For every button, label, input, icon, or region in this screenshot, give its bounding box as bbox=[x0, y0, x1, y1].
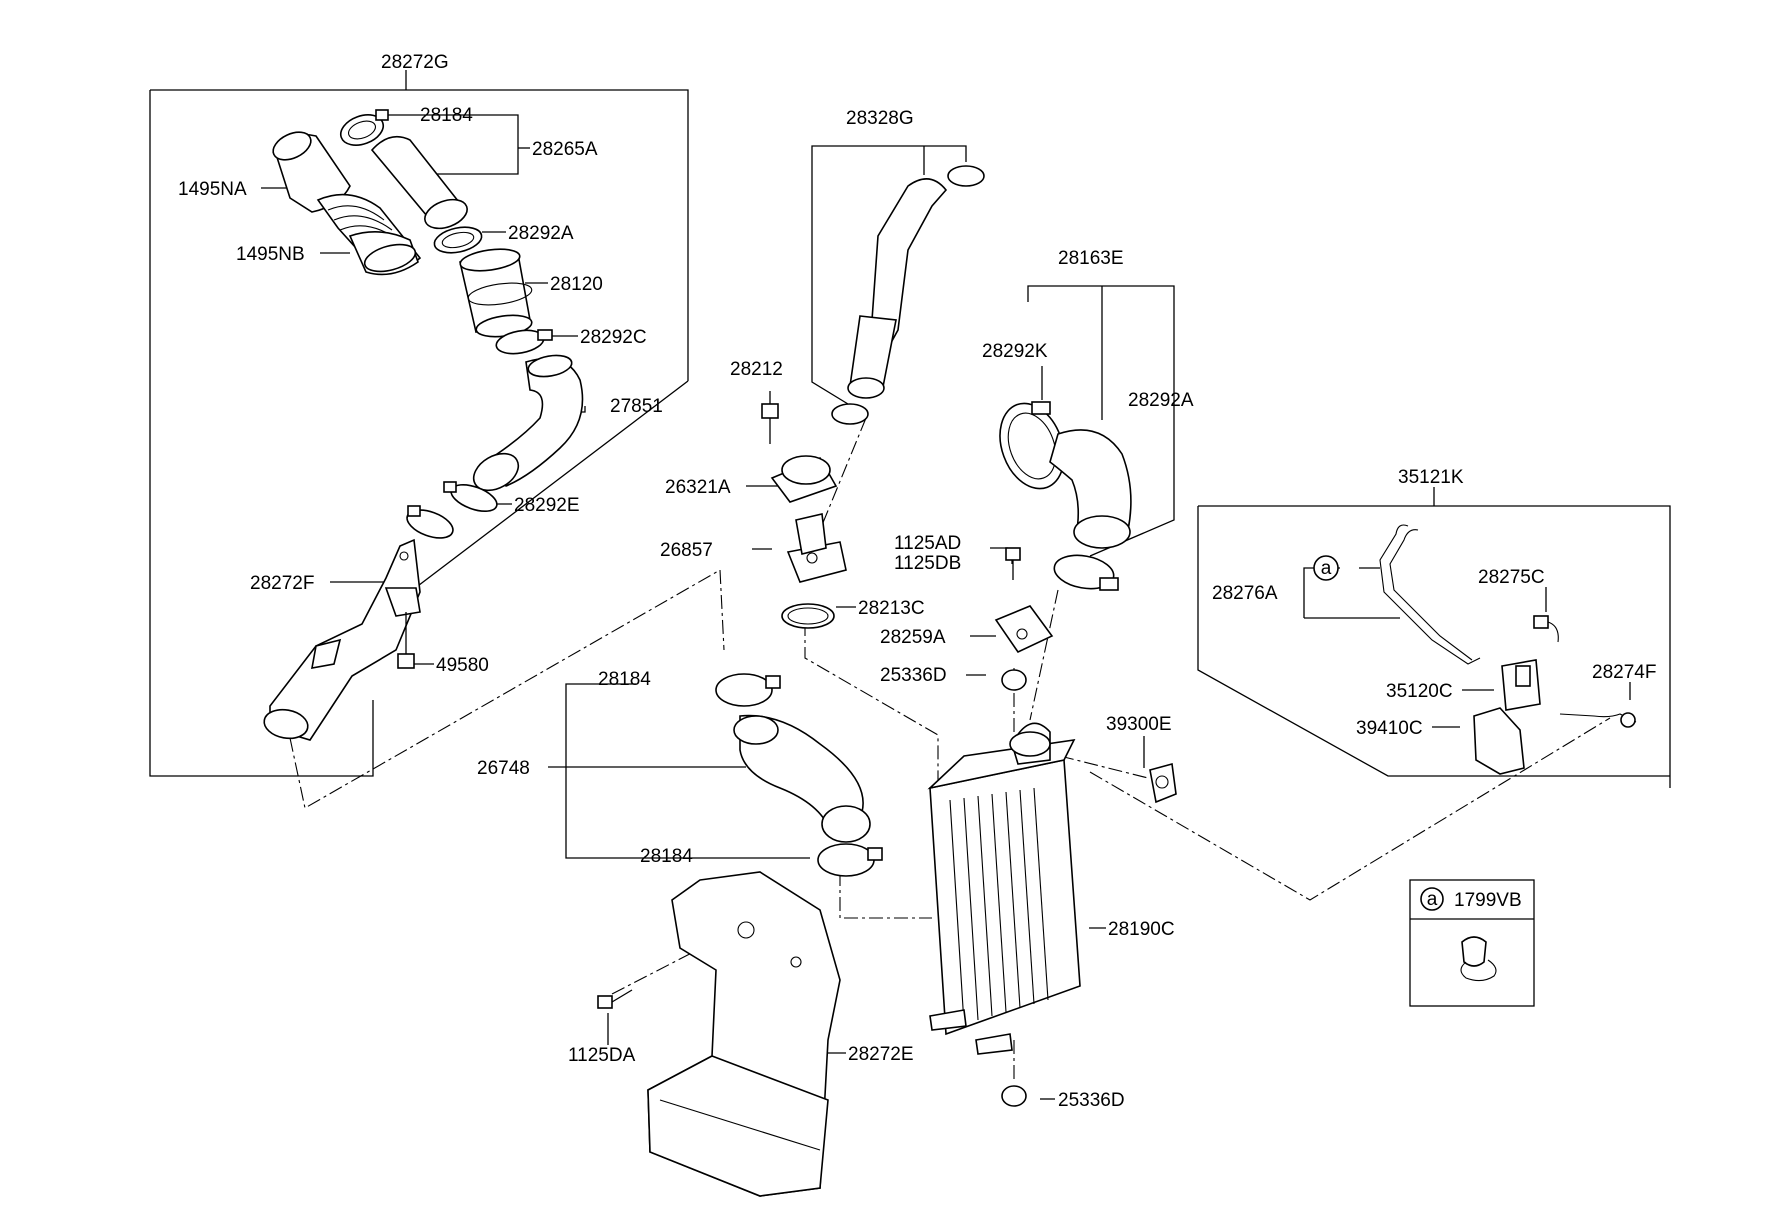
deflector-28272E[interactable] bbox=[647, 871, 841, 1197]
ref-a-callout: a bbox=[1313, 555, 1339, 581]
label-49580[interactable]: 49580 bbox=[436, 655, 489, 676]
hose-26748[interactable] bbox=[733, 714, 871, 843]
label-1125AD[interactable]: 1125AD bbox=[894, 533, 961, 554]
hose-28274F[interactable] bbox=[1559, 712, 1637, 728]
group-box-28272G bbox=[149, 70, 689, 777]
label-28184-mid2[interactable]: 28184 bbox=[640, 846, 693, 867]
label-35121K[interactable]: 35121K bbox=[1398, 467, 1464, 488]
pipe-28272F[interactable] bbox=[262, 538, 421, 742]
label-28292C[interactable]: 28292C bbox=[580, 327, 647, 348]
label-35120C[interactable]: 35120C bbox=[1386, 681, 1453, 702]
bracket-39410C[interactable] bbox=[1473, 707, 1525, 775]
label-28184-mid1[interactable]: 28184 bbox=[598, 669, 651, 690]
label-28190C[interactable]: 28190C bbox=[1108, 919, 1175, 940]
label-39300E[interactable]: 39300E bbox=[1106, 714, 1172, 735]
label-28292A-top[interactable]: 28292A bbox=[508, 223, 574, 244]
label-27851[interactable]: 27851 bbox=[610, 396, 663, 417]
label-28292E[interactable]: 28292E bbox=[514, 495, 580, 516]
hose-28163E[interactable] bbox=[1049, 429, 1132, 549]
label-28184-top[interactable]: 28184 bbox=[420, 105, 473, 126]
clamp-28184-top[interactable] bbox=[337, 109, 389, 150]
hose-28328G[interactable] bbox=[831, 165, 985, 425]
label-28275C[interactable]: 28275C bbox=[1478, 567, 1545, 588]
label-28274F[interactable]: 28274F bbox=[1592, 662, 1656, 683]
connector-28275C[interactable] bbox=[1533, 615, 1559, 643]
clamp-28292A-top[interactable] bbox=[432, 223, 484, 256]
label-26857[interactable]: 26857 bbox=[660, 540, 713, 561]
bolt-49580[interactable] bbox=[397, 612, 415, 669]
label-28272G[interactable]: 28272G bbox=[381, 52, 449, 73]
label-28272F[interactable]: 28272F bbox=[250, 573, 314, 594]
label-28212[interactable]: 28212 bbox=[730, 359, 783, 380]
label-28120[interactable]: 28120 bbox=[550, 274, 603, 295]
hose-28265A[interactable] bbox=[370, 135, 471, 234]
label-28213C[interactable]: 28213C bbox=[858, 598, 925, 619]
label-26748[interactable]: 26748 bbox=[477, 758, 530, 779]
label-28259A[interactable]: 28259A bbox=[880, 627, 946, 648]
hose-35121K[interactable] bbox=[1379, 524, 1481, 665]
valve-26321A[interactable] bbox=[770, 455, 838, 503]
label-28276A[interactable]: 28276A bbox=[1212, 583, 1278, 604]
label-28265A[interactable]: 28265A bbox=[532, 139, 598, 160]
label-1125DA[interactable]: 1125DA bbox=[568, 1045, 636, 1066]
duct-1495NB[interactable] bbox=[348, 231, 419, 276]
label-28272E[interactable]: 28272E bbox=[848, 1044, 914, 1065]
sensor-39300E[interactable] bbox=[1149, 762, 1177, 804]
clamp-28184-mid1[interactable] bbox=[715, 673, 781, 707]
group-box-35121K bbox=[1197, 487, 1671, 788]
bolt-1125DA[interactable] bbox=[597, 989, 633, 1009]
label-26321A[interactable]: 26321A bbox=[665, 477, 731, 498]
label-28292A-right[interactable]: 28292A bbox=[1128, 390, 1194, 411]
intercooler-28190C[interactable] bbox=[927, 722, 1081, 1055]
legend-part-number[interactable]: 1799VB bbox=[1454, 890, 1522, 911]
ref-a-text: a bbox=[1321, 558, 1332, 579]
mount-25336D-top[interactable] bbox=[1001, 669, 1027, 691]
label-28328G[interactable]: 28328G bbox=[846, 108, 914, 129]
housing-26857[interactable] bbox=[786, 513, 847, 583]
label-39410C[interactable]: 39410C bbox=[1356, 718, 1423, 739]
clamp-28292C[interactable] bbox=[494, 327, 553, 357]
label-28163E[interactable]: 28163E bbox=[1058, 248, 1124, 269]
legend-ref-a: a bbox=[1427, 889, 1438, 910]
label-25336D-top[interactable]: 25336D bbox=[880, 665, 947, 686]
bolt-1125AD[interactable] bbox=[1005, 547, 1021, 580]
valve-35120C[interactable] bbox=[1501, 659, 1541, 711]
bracket-28259A[interactable] bbox=[994, 605, 1054, 654]
assembly-lines bbox=[289, 417, 1611, 1080]
gasket-28213C[interactable] bbox=[781, 603, 835, 629]
label-1495NB[interactable]: 1495NB bbox=[236, 244, 305, 265]
clamp-28184-mid2[interactable] bbox=[817, 843, 883, 877]
label-1125DB[interactable]: 1125DB bbox=[894, 553, 961, 574]
legend-box: a 1799VB bbox=[1409, 879, 1535, 1007]
coupler-28120[interactable] bbox=[459, 246, 533, 340]
label-1495NA[interactable]: 1495NA bbox=[178, 179, 247, 200]
clip-1799VB-icon bbox=[1460, 936, 1497, 982]
hose-27851[interactable] bbox=[467, 352, 584, 498]
bolt-28212[interactable] bbox=[761, 403, 779, 444]
mount-25336D-bottom[interactable] bbox=[1001, 1085, 1027, 1107]
clamp-28292A-right[interactable] bbox=[1052, 551, 1119, 593]
clamp-28292E[interactable] bbox=[403, 479, 500, 543]
part-labels: 28272G 28184 28265A 1495NA 28292A 1495NB… bbox=[178, 52, 1656, 1111]
label-28292K[interactable]: 28292K bbox=[982, 341, 1048, 362]
label-25336D-bottom[interactable]: 25336D bbox=[1058, 1090, 1125, 1111]
